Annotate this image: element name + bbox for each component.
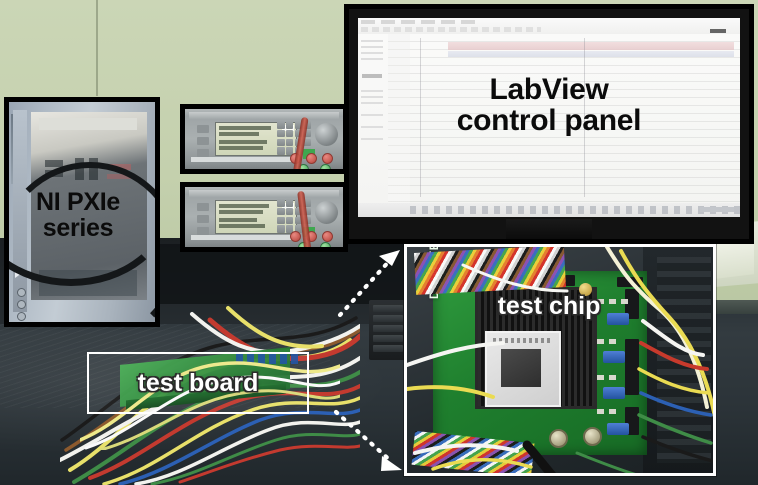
grid-divider <box>584 38 585 197</box>
monitor-annotation-line1: LabView <box>489 73 609 106</box>
sma-connector <box>583 427 602 446</box>
under-shelf-dark <box>160 244 410 304</box>
smu-instrument-top-frame: SMU <box>180 104 348 174</box>
smu-output-button[interactable] <box>306 153 317 164</box>
inset-wire-overlay <box>407 247 713 473</box>
test-chip-label: test chip <box>497 292 601 320</box>
pin-header <box>625 289 639 319</box>
wall-seam <box>96 0 98 96</box>
sma-connector <box>549 429 568 448</box>
pxie-annotation: NI PXIe series <box>8 188 148 242</box>
spreadsheet-grid <box>388 34 740 203</box>
monitor-annotation-line2: control panel <box>456 103 642 137</box>
pxie-cable <box>9 162 155 322</box>
smu-side-button[interactable] <box>197 227 209 235</box>
blue-trimmer <box>607 313 629 325</box>
front-cable-overlay <box>80 330 340 450</box>
smu-side-button[interactable] <box>197 203 209 211</box>
monitor-stand <box>506 219 592 239</box>
smu-rotary-knob[interactable] <box>315 123 338 146</box>
smu-output-button[interactable] <box>290 231 301 242</box>
smu-top-strip <box>189 190 339 197</box>
blue-trimmer <box>603 387 625 399</box>
pin-header <box>625 367 639 395</box>
pin-header <box>625 339 639 369</box>
smu-output-button[interactable] <box>322 153 333 164</box>
secondary-header-row <box>448 51 734 57</box>
grid-divider <box>420 38 421 197</box>
blue-trimmer <box>603 351 625 363</box>
screen-corner-mark <box>710 29 726 33</box>
pxie-annotation-line1: NI PXIe <box>35 188 121 216</box>
highlighted-header-row <box>448 42 734 50</box>
blue-trimmer <box>607 423 629 435</box>
smu-instrument-bottom-frame: SMU <box>180 182 348 252</box>
smu-side-button[interactable] <box>197 125 209 133</box>
chip-marking <box>493 338 553 343</box>
taskbar-clock <box>700 207 734 212</box>
taskbar-icons[interactable] <box>410 206 740 214</box>
test-board-label: test board <box>137 369 259 397</box>
row-header-column <box>388 34 410 203</box>
left-navigation-pane[interactable] <box>358 34 388 203</box>
pxie-annotation-line2: series <box>42 213 114 242</box>
nav-selected-item[interactable] <box>362 74 382 78</box>
smu-side-button[interactable] <box>197 215 209 223</box>
smu-softkey-strip <box>191 157 295 162</box>
test-board-zoom-inset: DCIM_TEST_BOARD <box>404 244 716 476</box>
smu-top-strip <box>189 112 339 119</box>
ribbon-tabs[interactable] <box>361 20 481 24</box>
inset-rack-bars <box>657 257 711 463</box>
monitor-annotation: LabView control panel <box>420 73 678 137</box>
gold-standoff <box>579 283 592 296</box>
app-ribbon <box>358 18 740 34</box>
smu-rotary-knob[interactable] <box>315 201 338 224</box>
chip-die <box>501 349 541 387</box>
ni-pxie-chassis-frame <box>4 97 160 327</box>
keypad-device[interactable] <box>369 300 409 360</box>
smu-on-button[interactable] <box>320 242 331 247</box>
os-taskbar[interactable] <box>358 203 740 217</box>
test-board-callout-box: test board <box>87 352 309 414</box>
smu-softkey-strip <box>191 235 295 240</box>
monitor-screen <box>358 18 740 217</box>
smu-on-button[interactable] <box>320 164 331 169</box>
test-board-header-row <box>236 352 298 364</box>
monitor-frame <box>344 4 754 244</box>
smu-side-button[interactable] <box>197 137 209 145</box>
smu-side-button[interactable] <box>197 149 209 157</box>
smu-output-button[interactable] <box>322 231 333 242</box>
ribbon-icon-row[interactable] <box>361 27 541 32</box>
